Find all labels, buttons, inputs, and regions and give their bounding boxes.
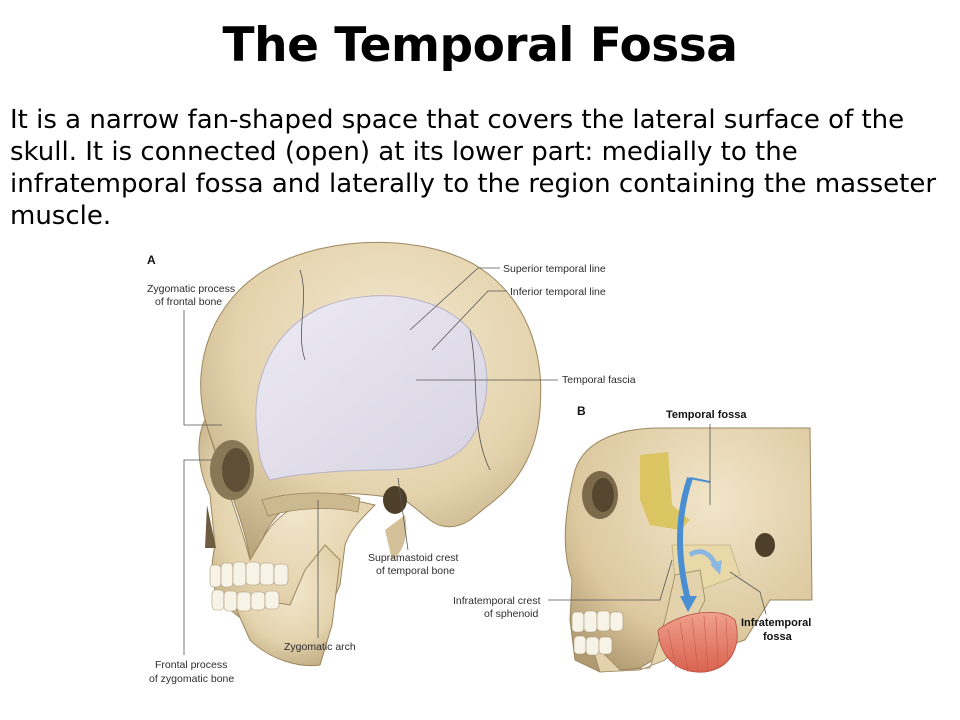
skull-b-illustration — [564, 427, 813, 673]
label-infratemporal-crest-line1: Infratemporal crest — [453, 595, 541, 607]
panel-a-labels: A Zygomatic process of frontal bone Supe… — [147, 253, 636, 685]
label-frontal-process-line2: of zygomatic bone — [149, 673, 234, 685]
slide-title: The Temporal Fossa — [222, 18, 738, 73]
label-supramastoid-line1: Supramastoid crest — [368, 552, 459, 564]
panel-b-labels: B Temporal fossa Infratemporal crest of … — [453, 404, 811, 643]
label-temporal-fascia: Temporal fascia — [562, 374, 636, 386]
label-infratemporal-crest-line2: of sphenoid — [484, 608, 538, 620]
panel-a-letter: A — [147, 253, 156, 267]
slide-body-text: It is a narrow fan-shaped space that cov… — [10, 105, 937, 231]
label-frontal-process-line1: Frontal process — [155, 659, 227, 671]
panel-b-letter: B — [577, 404, 586, 418]
label-zygomatic-arch: Zygomatic arch — [284, 641, 356, 653]
label-inferior-temporal-line: Inferior temporal line — [510, 286, 606, 298]
label-supramastoid-line2: of temporal bone — [376, 565, 455, 577]
label-infratemporal-fossa-line2: fossa — [763, 631, 793, 643]
label-temporal-fossa: Temporal fossa — [666, 409, 747, 421]
label-zygomatic-process-line2: of frontal bone — [155, 296, 222, 308]
label-superior-temporal-line: Superior temporal line — [503, 263, 606, 275]
skull-a-illustration — [198, 241, 542, 667]
label-zygomatic-process-line1: Zygomatic process — [147, 283, 235, 295]
label-infratemporal-fossa-line1: Infratemporal — [741, 617, 811, 629]
